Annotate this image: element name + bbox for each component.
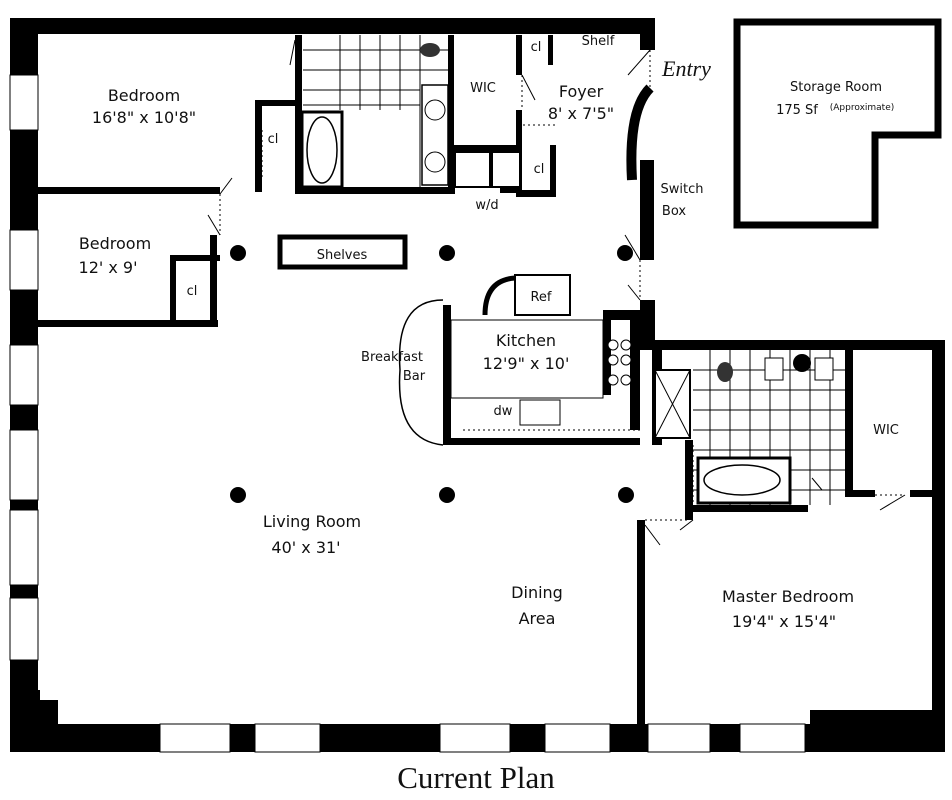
- shelves-label: Shelves: [316, 248, 368, 263]
- bedroom1-name: Bedroom: [107, 86, 181, 105]
- closet-label: cl: [186, 284, 198, 299]
- storage-name: Storage Room: [789, 80, 883, 95]
- kitchen-size: 12'9" x 10': [482, 354, 570, 373]
- shelf-label: Shelf: [581, 34, 615, 49]
- columns: [230, 245, 634, 503]
- master-bedroom-name: Master Bedroom: [721, 587, 855, 606]
- refrigerator-label: Ref: [530, 290, 552, 305]
- switch-box-label2: Box: [661, 204, 687, 219]
- door-openings: [219, 50, 905, 521]
- foyer-name: Foyer: [558, 82, 604, 101]
- dining-name2: Area: [518, 609, 556, 628]
- master-bedroom-size: 19'4" x 15'4": [731, 612, 837, 631]
- closet-label: cl: [530, 40, 542, 55]
- storage-note: (Approximate): [829, 103, 895, 113]
- wic-master-label: WIC: [873, 423, 899, 438]
- door-swings: [207, 39, 906, 546]
- kitchen-name: Kitchen: [495, 331, 557, 350]
- breakfast-bar-label2: Bar: [402, 369, 426, 384]
- switch-box-label: Switch: [660, 182, 704, 197]
- foyer-size: 8' x 7'5": [547, 104, 615, 123]
- dishwasher-label: dw: [493, 404, 513, 419]
- entry-label: Entry: [662, 56, 711, 81]
- living-room-size: 40' x 31': [271, 538, 341, 557]
- walls: [10, 18, 945, 752]
- dining-name: Dining: [511, 583, 563, 602]
- windows: [9, 74, 806, 753]
- storage-room-walls: [733, 18, 942, 229]
- bedroom2-size: 12' x 9': [78, 258, 138, 277]
- wic-label: WIC: [470, 81, 496, 96]
- bedroom1-size: 16'8" x 10'8": [91, 108, 197, 127]
- washer-dryer-label: w/d: [475, 198, 499, 213]
- breakfast-bar-label: Breakfast: [361, 350, 423, 365]
- plan-title: Current Plan: [397, 760, 555, 795]
- breakfast-bar: [398, 299, 444, 446]
- bedroom2-name: Bedroom: [78, 234, 152, 253]
- closet-label: cl: [533, 162, 545, 177]
- closet-label: cl: [267, 132, 279, 147]
- storage-size: 175 Sf: [776, 103, 818, 118]
- living-room-name: Living Room: [262, 512, 362, 531]
